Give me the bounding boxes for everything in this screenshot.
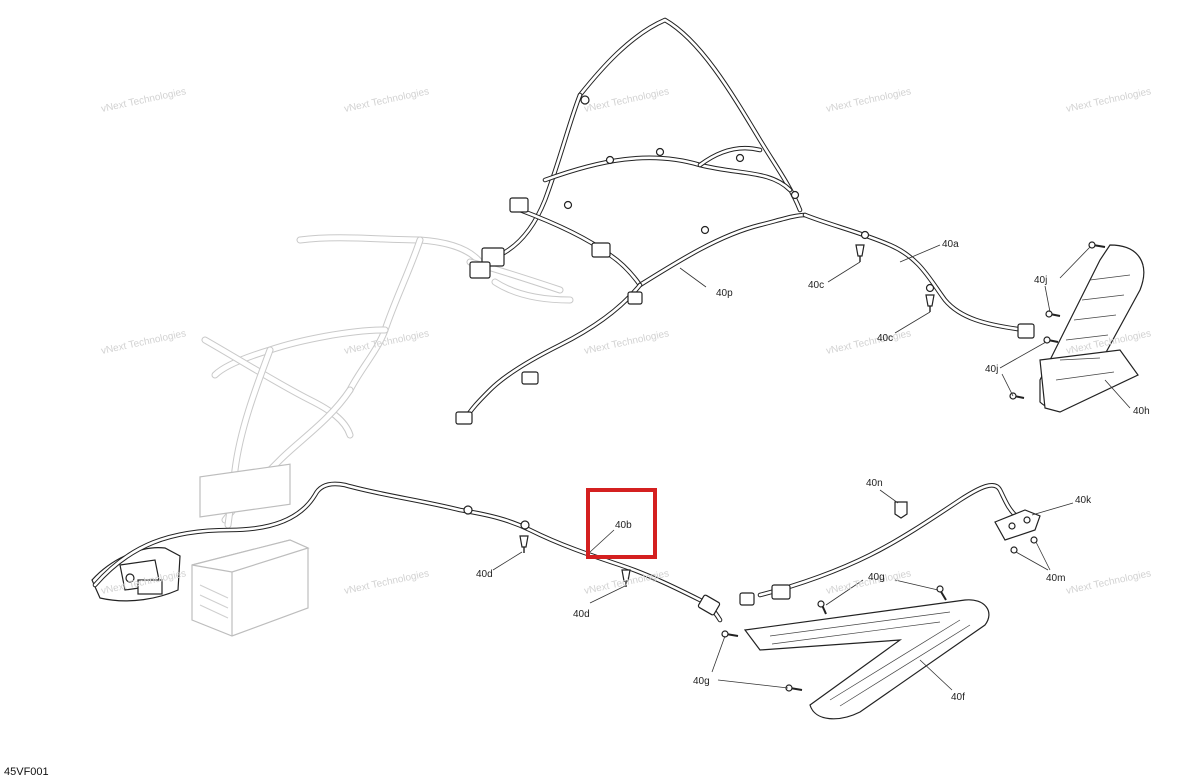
watermark-4: vNext Technologies <box>825 86 912 115</box>
highlight-box-40b <box>586 488 657 559</box>
part-40n-clip <box>894 501 908 519</box>
left-bracket <box>91 547 181 602</box>
callout-40a: 40a <box>942 239 959 250</box>
callout-40d-2: 40d <box>573 609 590 620</box>
callout-labels: 40a 40b 40c 40c 40d 40d 40f 40g 40g 40h … <box>476 239 1150 703</box>
screw-40j-top <box>1088 241 1106 249</box>
part-40k-bracket <box>994 509 1041 541</box>
callout-40j-1: 40j <box>1034 275 1047 286</box>
screw-40g-3 <box>936 585 947 601</box>
ghost-vehicle-frame <box>201 234 574 529</box>
clip-40d-2 <box>621 569 631 587</box>
watermark-2: vNext Technologies <box>343 86 430 115</box>
screw-40j-mid2 <box>1043 336 1059 344</box>
watermark-text: vNext Technologies <box>343 568 430 597</box>
callout-40d-1: 40d <box>476 569 493 580</box>
clip-40d-1 <box>519 535 529 553</box>
callout-40m: 40m <box>1046 573 1065 584</box>
figure-id: 45VF001 <box>4 766 49 778</box>
callout-40k: 40k <box>1075 495 1092 506</box>
callout-40h: 40h <box>1133 406 1150 417</box>
screw-40g-2 <box>785 684 803 692</box>
push-clips <box>519 244 935 587</box>
battery <box>191 463 310 637</box>
watermark-text: vNext Technologies <box>100 86 187 115</box>
watermark-text: vNext Technologies <box>825 328 912 357</box>
watermark-9: vNext Technologies <box>825 328 912 357</box>
lower-wiring-harness-40b <box>92 481 755 623</box>
part-40f-light <box>743 599 990 720</box>
watermark-8: vNext Technologies <box>583 328 670 357</box>
part-40h-light <box>1039 244 1145 413</box>
watermark-6: vNext Technologies <box>100 328 187 357</box>
clip-40c-2 <box>925 294 935 312</box>
callout-40n: 40n <box>866 478 883 489</box>
screw-40g-1 <box>721 630 739 638</box>
leader-lines <box>492 244 1131 691</box>
callout-40c-1: 40c <box>808 280 824 291</box>
watermark-text: vNext Technologies <box>343 86 430 115</box>
watermark-text: vNext Technologies <box>1065 86 1152 115</box>
watermark-5: vNext Technologies <box>1065 86 1152 115</box>
screw-40j-mid <box>1045 310 1061 318</box>
screw-40g-4 <box>817 600 827 615</box>
callout-40g-1: 40g <box>868 572 885 583</box>
watermark-text: vNext Technologies <box>583 86 670 115</box>
watermark-15: vNext Technologies <box>1065 568 1152 597</box>
screw-40m-2 <box>1030 536 1038 544</box>
clip-40c-1 <box>855 244 865 262</box>
upper-wiring-harness <box>455 17 1035 425</box>
callout-40b: 40b <box>615 520 632 531</box>
watermark-text: vNext Technologies <box>100 328 187 357</box>
watermark-text: vNext Technologies <box>1065 568 1152 597</box>
callout-40p: 40p <box>716 288 733 299</box>
watermark-3: vNext Technologies <box>583 86 670 115</box>
callout-40j-2: 40j <box>985 364 998 375</box>
watermark-1: vNext Technologies <box>100 86 187 115</box>
callout-40f: 40f <box>951 692 965 703</box>
watermark-12: vNext Technologies <box>343 568 430 597</box>
watermark-text: vNext Technologies <box>825 86 912 115</box>
right-wiring-harness <box>757 483 1018 600</box>
callout-40c-2: 40c <box>877 333 893 344</box>
watermark-text: vNext Technologies <box>583 328 670 357</box>
screw-40m-1 <box>1010 546 1018 554</box>
callout-40g-2: 40g <box>693 676 710 687</box>
screws <box>721 241 1106 692</box>
